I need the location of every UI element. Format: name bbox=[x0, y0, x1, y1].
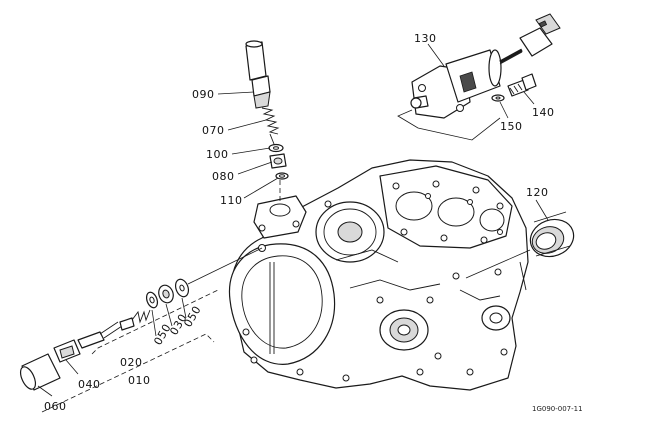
gear-case-housing bbox=[228, 159, 529, 391]
label-120: 120 bbox=[526, 186, 549, 199]
label-070: 070 bbox=[202, 124, 225, 137]
part-110-ring bbox=[275, 172, 289, 180]
group-020-bracket bbox=[91, 289, 219, 355]
part-050a-washer bbox=[145, 291, 159, 309]
label-130: 130 bbox=[414, 32, 437, 45]
part-090-cap bbox=[245, 40, 271, 109]
part-150-washer bbox=[491, 94, 505, 102]
group-010-bracket bbox=[41, 333, 215, 413]
label-020: 020 bbox=[120, 356, 143, 369]
part-140-bolt bbox=[507, 73, 537, 97]
part-070-spring bbox=[261, 107, 280, 145]
part-120-oil-seal bbox=[529, 211, 575, 258]
label-080: 080 bbox=[212, 170, 235, 183]
part-080-nut bbox=[269, 153, 287, 169]
seal-axis-line bbox=[465, 249, 531, 279]
part-050b-washer bbox=[174, 278, 190, 298]
label-150: 150 bbox=[500, 120, 523, 133]
left-assembly-axis-line bbox=[187, 247, 263, 285]
diagram-reference-code: 1G090-007-11 bbox=[532, 405, 583, 413]
label-100: 100 bbox=[206, 148, 229, 161]
part-130-solenoid bbox=[410, 13, 561, 119]
solenoid-link-line bbox=[397, 109, 501, 141]
part-060-cap bbox=[19, 353, 61, 391]
label-110: 110 bbox=[220, 194, 243, 207]
label-040: 040 bbox=[78, 378, 101, 391]
part-030-nut bbox=[158, 284, 174, 304]
governor-boss bbox=[253, 195, 307, 239]
part-040-nut bbox=[53, 339, 81, 363]
part-100-washer bbox=[268, 143, 284, 153]
leader-lines bbox=[37, 43, 549, 397]
part-020-shaft bbox=[77, 317, 135, 349]
label-140: 140 bbox=[532, 106, 555, 119]
label-060: 060 bbox=[44, 400, 67, 413]
label-090: 090 bbox=[192, 88, 215, 101]
part-010-spring bbox=[131, 309, 151, 324]
label-010: 010 bbox=[128, 374, 151, 387]
